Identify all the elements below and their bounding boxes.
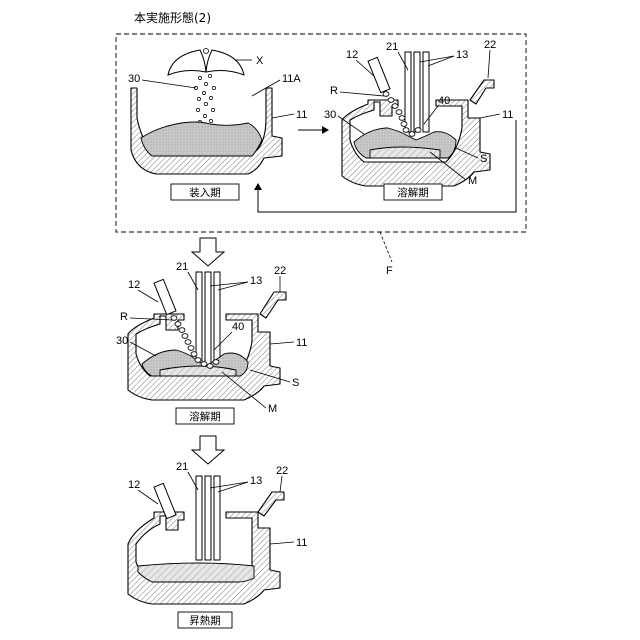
- electrode: [405, 52, 411, 132]
- label-13-heat: 13: [250, 475, 262, 487]
- panel-heating: 昇熱期 12 21 13 22 11: [128, 461, 307, 628]
- electrode: [205, 476, 211, 560]
- label-f: F: [386, 265, 393, 277]
- panel-melting-mid: 溶解期 12 21 13 22 R 40 30 11 S M: [116, 261, 307, 424]
- phase-label-melting-top: 溶解期: [397, 186, 429, 199]
- falling-scrap: [194, 74, 215, 123]
- label-11-top: 11: [502, 109, 513, 121]
- flow-arrow-2: [192, 436, 224, 464]
- diagram-title: 本実施形態(2): [134, 10, 211, 25]
- label-21-top: 21: [386, 41, 398, 53]
- label-12-heat: 12: [128, 479, 140, 491]
- panel-charging: 装入期 X 30 11A 11: [128, 49, 307, 201]
- label-22-top: 22: [484, 39, 496, 51]
- label-11-heat: 11: [296, 537, 307, 549]
- label-30-charging: 30: [128, 73, 140, 85]
- label-s-mid: S: [292, 377, 299, 389]
- label-30-mid: 30: [116, 335, 128, 347]
- charging-bucket-left: [168, 50, 206, 75]
- label-r-mid: R: [120, 311, 128, 323]
- furnace-shell: [128, 512, 280, 604]
- label-x: X: [256, 55, 264, 67]
- electrode: [196, 272, 202, 366]
- phase-label-heating: 昇熱期: [189, 614, 221, 627]
- phase-label-melting-mid: 溶解期: [189, 410, 221, 423]
- label-21-heat: 21: [176, 461, 188, 473]
- flow-arrow-1: [192, 238, 224, 266]
- label-21-mid: 21: [176, 261, 188, 273]
- label-12-mid: 12: [128, 279, 140, 291]
- label-40-top: 40: [438, 95, 450, 107]
- label-12-top: 12: [346, 49, 358, 61]
- label-11A: 11A: [282, 73, 301, 85]
- label-13-top: 13: [456, 49, 468, 61]
- label-s-top: S: [480, 153, 487, 165]
- electrode: [214, 272, 220, 366]
- label-13-mid: 13: [250, 275, 262, 287]
- exhaust-duct: [260, 292, 286, 318]
- oxygen-lance: [368, 57, 390, 92]
- molten-bath: [138, 563, 254, 582]
- label-22-mid: 22: [274, 265, 286, 277]
- label-40-mid: 40: [232, 321, 244, 333]
- electrode: [423, 52, 429, 132]
- label-m-mid: M: [268, 403, 277, 415]
- molten-pool: [370, 147, 440, 158]
- exhaust-duct: [470, 80, 494, 104]
- phase-label-charging: 装入期: [189, 186, 221, 199]
- oxygen-lance: [154, 279, 176, 314]
- label-r-top: R: [330, 85, 338, 97]
- label-22-heat: 22: [276, 465, 288, 477]
- label-30-top: 30: [324, 109, 336, 121]
- charging-bucket-right: [206, 50, 244, 75]
- electrode: [214, 476, 220, 560]
- scrap-pile: [141, 122, 262, 156]
- label-11-mid: 11: [296, 337, 307, 349]
- panel-melting-top: 溶解期 12 21 13 22 R 40 30 11 S M: [324, 39, 513, 200]
- exhaust-duct: [258, 492, 284, 516]
- label-m-top: M: [468, 175, 477, 187]
- electrode: [414, 52, 420, 132]
- label-11-charging: 11: [296, 109, 307, 121]
